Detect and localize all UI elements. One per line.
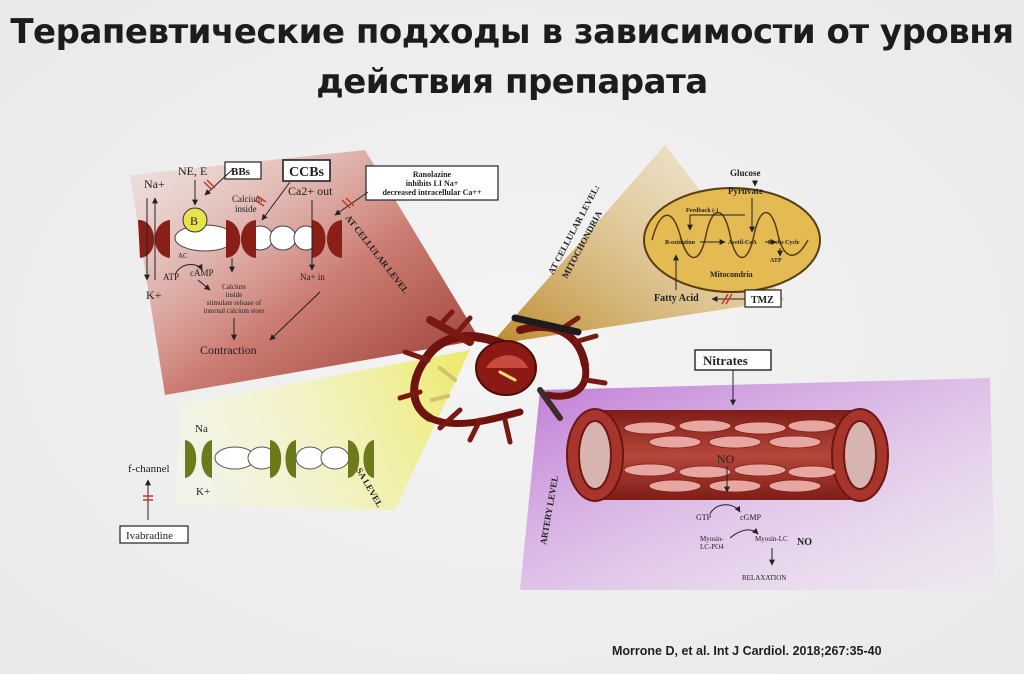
ion-channel-2 [226,220,256,258]
artery-level-panel: Nitrates NO GTP cGMP Myosin- [538,349,889,582]
slide-title-line-1: Терапевтические подходы в зависимости от… [10,12,1014,52]
camp-label: cAMP [190,268,214,278]
contraction-label: Contraction [200,343,257,357]
bbs-label: BBs [231,166,251,178]
myosin-lc-po4-2: LC-PO4 [700,543,724,551]
ca-out-label: Ca2+ out [288,184,333,198]
na-sa-label: Na [195,423,208,435]
slide-title-line-2: действия препарата [316,62,708,102]
no2-label: NO [797,537,812,548]
smooth-muscle-cells [623,419,837,493]
b-oxidation-label: B-oxidation [665,240,696,246]
atp-label: ATP [163,272,179,282]
f-channel-label: f-channel [128,463,170,475]
gtp-label: GTP [696,513,712,522]
mitochondria-beam [490,145,785,345]
calcium-release-4: internal calcium store [204,307,265,315]
calcium-release-1: Calcium [222,283,246,291]
feedback-label: Feedback (-) [686,207,718,214]
calcium-release-2: inside [226,291,243,299]
heart-illustration [397,309,608,445]
inhibition-mark-ivabradine [143,495,153,501]
relaxation-label: RELAXATION [742,574,786,582]
b-receptor-label: B [190,214,198,228]
no-label: NO [717,452,735,466]
fatty-acid-label: Fatty Acid [654,293,699,304]
ivabradine-box [119,525,189,544]
calcium-inside-label-1: Calcium [232,194,263,204]
ranolazine-line-2: inhibits LI Na+ [406,179,459,188]
ranolazine-box [365,165,499,201]
ion-channel-3 [312,220,342,258]
f-channel-2 [270,440,296,478]
calcium-release-3: stimulate release of [207,299,262,307]
tmz-label: TMZ [751,295,774,306]
krebs-label: Krebs Cycle [768,240,800,246]
f-channel-3 [348,440,374,478]
cell-membrane [138,220,342,258]
nitrates-label: Nitrates [703,353,748,368]
cellular-level-beam [130,150,480,395]
myosin-lc-po4-1: Myosin- [700,535,724,543]
na-plus-label: Na+ [144,177,165,191]
atp-mito-label: ATP [770,258,782,264]
mitochondrion [643,187,821,293]
ion-channel-1 [138,220,170,258]
citation: Morrone D, et al. Int J Cardiol. 2018;26… [612,644,882,658]
cgmp-label: cGMP [740,513,761,522]
sa-level-panel: Na f-channel K+ Ivabradine SA LEVEL [119,423,385,544]
na-in-label: Na+ in [300,272,325,282]
f-channel-1 [185,440,212,478]
pyruvate-label: Pyruvate [728,186,763,196]
ac-label: AC [178,252,188,260]
sa-level-beam [175,350,470,510]
ccbs-box [282,159,331,182]
ranolazine-line-1: Ranolazine [413,170,452,179]
acetil-coa-label: Acetil-CoA [728,240,757,246]
bbs-box [224,161,262,180]
k-plus-label: K+ [146,288,162,302]
b-receptor [182,207,208,233]
inhibition-marks-cellular [203,179,355,209]
inhibition-mark-tmz [721,293,733,305]
ranolazine-line-3: decreased intracellular Ca++ [382,188,481,197]
k-plus-sa-label: K+ [196,486,210,498]
ne-e-label: NE, E [178,164,207,178]
mitochondria-panel: Glucose Pyruvate Feedback (-) B-oxidatio… [546,168,821,308]
ivabradine-label: Ivabradine [126,530,173,542]
myosin-lc-label: Myosin-LC [755,535,788,543]
mito-arrows [673,180,783,302]
glucose-label: Glucose [730,168,761,178]
ccbs-label: CCBs [289,165,325,180]
calcium-inside-label-2: inside [235,204,257,214]
cristae [651,212,809,258]
mitocondria-label: Mitocondria [710,270,753,279]
